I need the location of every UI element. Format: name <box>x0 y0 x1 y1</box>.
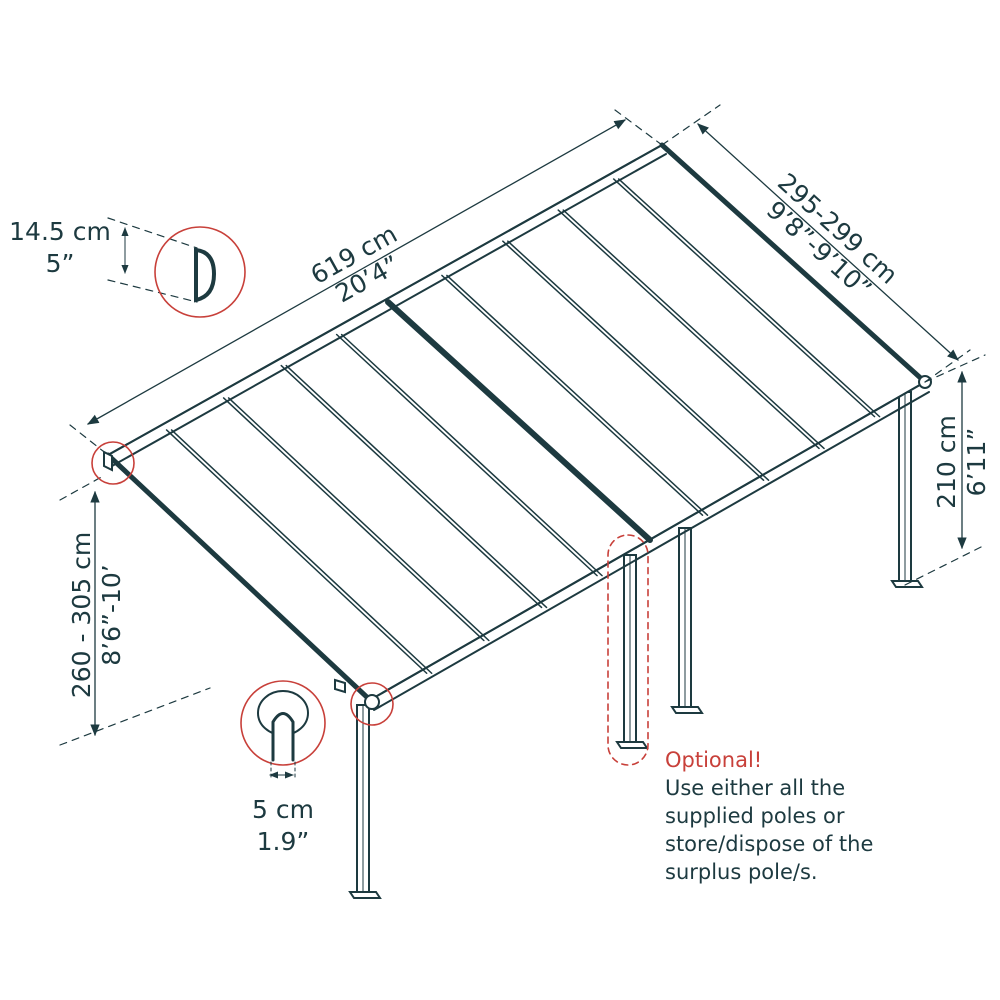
gutter-height-cm-label: 14.5 cm <box>9 217 111 246</box>
front-height-ft-label: 6’11” <box>962 428 991 497</box>
rafter <box>227 397 490 642</box>
front-height-cm-label: 210 cm <box>932 415 961 509</box>
gutter-detail-callout <box>154 226 246 318</box>
corner-callout <box>91 441 135 485</box>
note-line: Use either all the <box>665 776 846 800</box>
post-front-right <box>890 391 924 588</box>
gutter-height-in-label: 5” <box>46 249 75 278</box>
dimension-arrows <box>86 119 967 779</box>
optional-note: Optional! Use either all the supplied po… <box>665 746 873 886</box>
wall-height-ft-label: 8’6”-10’ <box>97 564 126 666</box>
note-line: supplied poles or <box>665 804 845 828</box>
post-detail-callout <box>240 680 326 781</box>
post-middle-optional <box>615 554 649 749</box>
rafter <box>165 429 428 674</box>
post-width-cm-label: 5 cm <box>252 795 314 824</box>
note-line: surplus pole/s. <box>665 860 818 884</box>
post-middle <box>670 527 704 714</box>
optional-post-highlight <box>607 534 649 766</box>
post-front-left <box>348 704 382 899</box>
rafter <box>222 397 485 642</box>
wall-height-cm-label: 260 - 305 cm <box>67 532 96 698</box>
note-line: store/dispose of the <box>665 832 874 856</box>
post-width-in-label: 1.9” <box>257 827 310 856</box>
rafter <box>170 429 433 674</box>
corner-callout-front <box>350 682 394 726</box>
note-title: Optional! <box>665 748 763 772</box>
